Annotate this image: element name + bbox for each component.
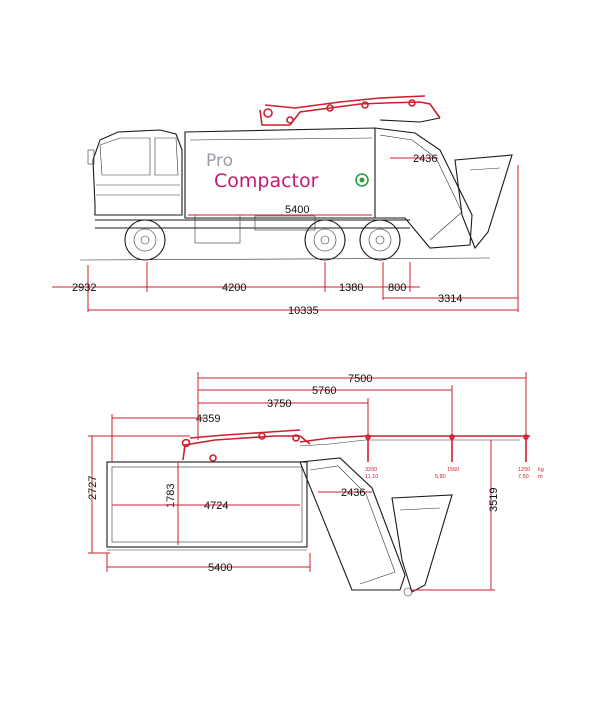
hopper	[454, 154, 513, 250]
front-wheel	[124, 219, 166, 261]
pro-compactor-logo: Pro Compactor	[206, 151, 369, 192]
logo-pro: Pro	[206, 151, 233, 171]
dim-4359: 4359	[196, 413, 220, 425]
rear-wheel-1	[304, 219, 346, 261]
dim-reach-5760: 5760	[312, 385, 336, 397]
body-side-view	[106, 457, 453, 597]
fuel-tank	[194, 214, 241, 244]
dim-reach-7500: 7500	[348, 373, 372, 385]
logo-compactor: Compactor	[214, 170, 319, 192]
dim-rear-axle: 800	[388, 282, 406, 294]
dim-height-1783: 1783	[165, 484, 177, 508]
dim-total-length: 10335	[288, 305, 319, 317]
load-reach-3: 7,50	[518, 474, 529, 480]
dim-arm: 2436	[413, 153, 437, 165]
tailgate	[374, 127, 473, 249]
dim-height-2727: 2727	[87, 476, 99, 500]
dim-5400-lower: 5400	[208, 562, 232, 574]
dim-4724: 4724	[204, 500, 228, 512]
dim-2436: 2436	[341, 487, 365, 499]
dim-wheelbase: 4200	[222, 282, 246, 294]
hopper-lower	[391, 494, 453, 593]
tailgate-lower	[299, 457, 406, 591]
load-reach-1: 11,10	[365, 474, 378, 480]
dim-rear-overhang: 3314	[438, 293, 462, 305]
bottom-dimensions: 7500 5760 3750 4359 2436 2727 1783 4724 …	[87, 372, 527, 591]
load-unit-m: m	[538, 474, 543, 480]
crane-top	[259, 95, 441, 126]
rear-wheel-2	[359, 219, 401, 261]
truck-side-view	[79, 127, 513, 261]
load-value-1: 3200	[365, 467, 377, 473]
dim-front-overhang: 2932	[72, 282, 96, 294]
top-dimensions: 5400 2436 2932 4200 1380 800 3314 10335	[52, 153, 519, 317]
dim-reach-3750: 3750	[267, 398, 291, 410]
dim-axle-spacing: 1380	[339, 282, 363, 294]
load-reach-2: 5,80	[435, 474, 446, 480]
dim-height-3519: 3519	[488, 488, 500, 512]
load-value-2: 1560	[447, 467, 459, 473]
load-value-3: 1250	[518, 467, 530, 473]
load-unit-kg: kg	[538, 467, 544, 473]
crane-extended	[181, 429, 530, 462]
logo-badge-icon	[355, 173, 369, 187]
load-table: 3200 11,10 1560 5,80 1250 7,50 kg m	[365, 467, 544, 480]
dim-body-length: 5400	[285, 204, 309, 216]
truck-cab	[92, 129, 183, 216]
body-box	[106, 461, 308, 548]
